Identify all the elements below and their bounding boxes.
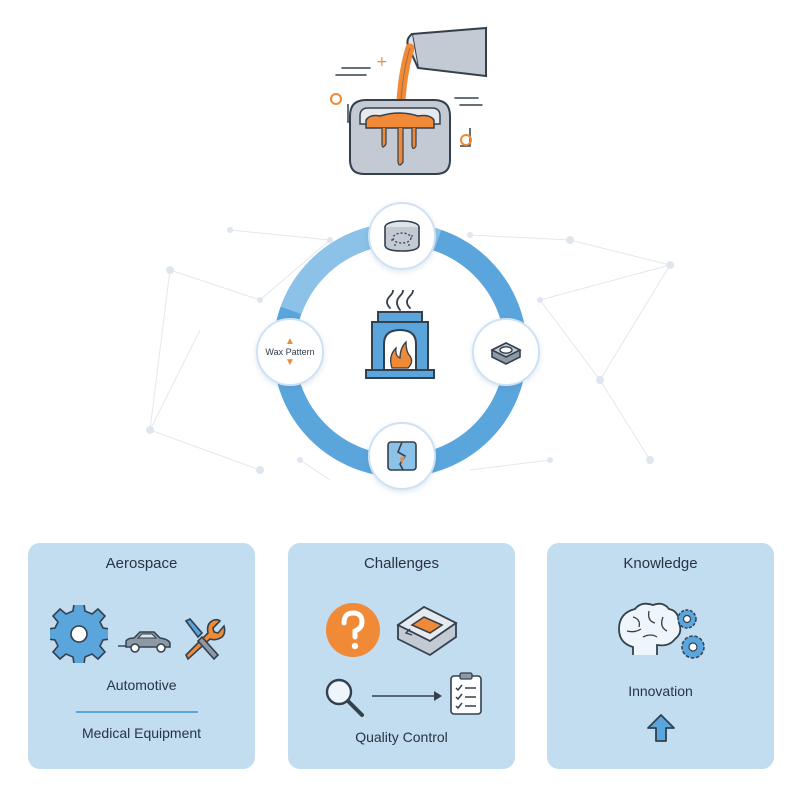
- automotive-label: Automotive: [106, 677, 177, 693]
- cycle-node-wax-pattern: ▲ Wax Pattern ▼: [256, 318, 324, 386]
- svg-text:+: +: [376, 54, 388, 70]
- arrow-up-icon: [647, 714, 675, 742]
- card-title: Knowledge: [623, 555, 698, 572]
- gear-icon: [50, 605, 108, 663]
- molten-metal-pour-icon: +: [330, 26, 487, 175]
- mold-defect-icon: [396, 605, 458, 657]
- magnifier-icon: [325, 678, 364, 717]
- furnace-fire-icon: [365, 290, 435, 379]
- brain-gears-icon: [618, 602, 705, 659]
- arrow-down-icon: ▼: [285, 356, 295, 368]
- card-aerospace: Aerospace Automotive Medical Equipment: [28, 543, 255, 769]
- cracked-shell-icon: [387, 441, 417, 471]
- card-title: Challenges: [363, 555, 440, 572]
- car-icon: [118, 631, 171, 653]
- ceramic-mold-icon: [384, 220, 420, 252]
- arrow-right-icon: [372, 691, 442, 701]
- card-title: Aerospace: [105, 555, 178, 572]
- wrench-screwdriver-icon: [184, 618, 226, 661]
- card-challenges: Challenges Quality Control: [288, 543, 515, 769]
- medical-equipment-label: Medical Equipment: [81, 725, 202, 741]
- quality-control-label: Quality Control: [355, 729, 448, 745]
- cycle-node-right: [472, 318, 540, 386]
- hex-nut-part-icon: [490, 342, 522, 365]
- divider: [76, 711, 198, 713]
- question-icon: [326, 603, 380, 657]
- card-knowledge: Knowledge Innovation: [547, 543, 774, 769]
- arrow-up-icon: ▲: [285, 335, 295, 347]
- process-cycle: ▲ Wax Pattern ▼: [240, 190, 560, 510]
- checklist-icon: [450, 672, 482, 715]
- cycle-node-bottom: [368, 422, 436, 490]
- wax-pattern-label: Wax Pattern: [265, 346, 315, 357]
- cycle-node-top: [368, 202, 436, 270]
- innovation-label: Innovation: [628, 683, 693, 699]
